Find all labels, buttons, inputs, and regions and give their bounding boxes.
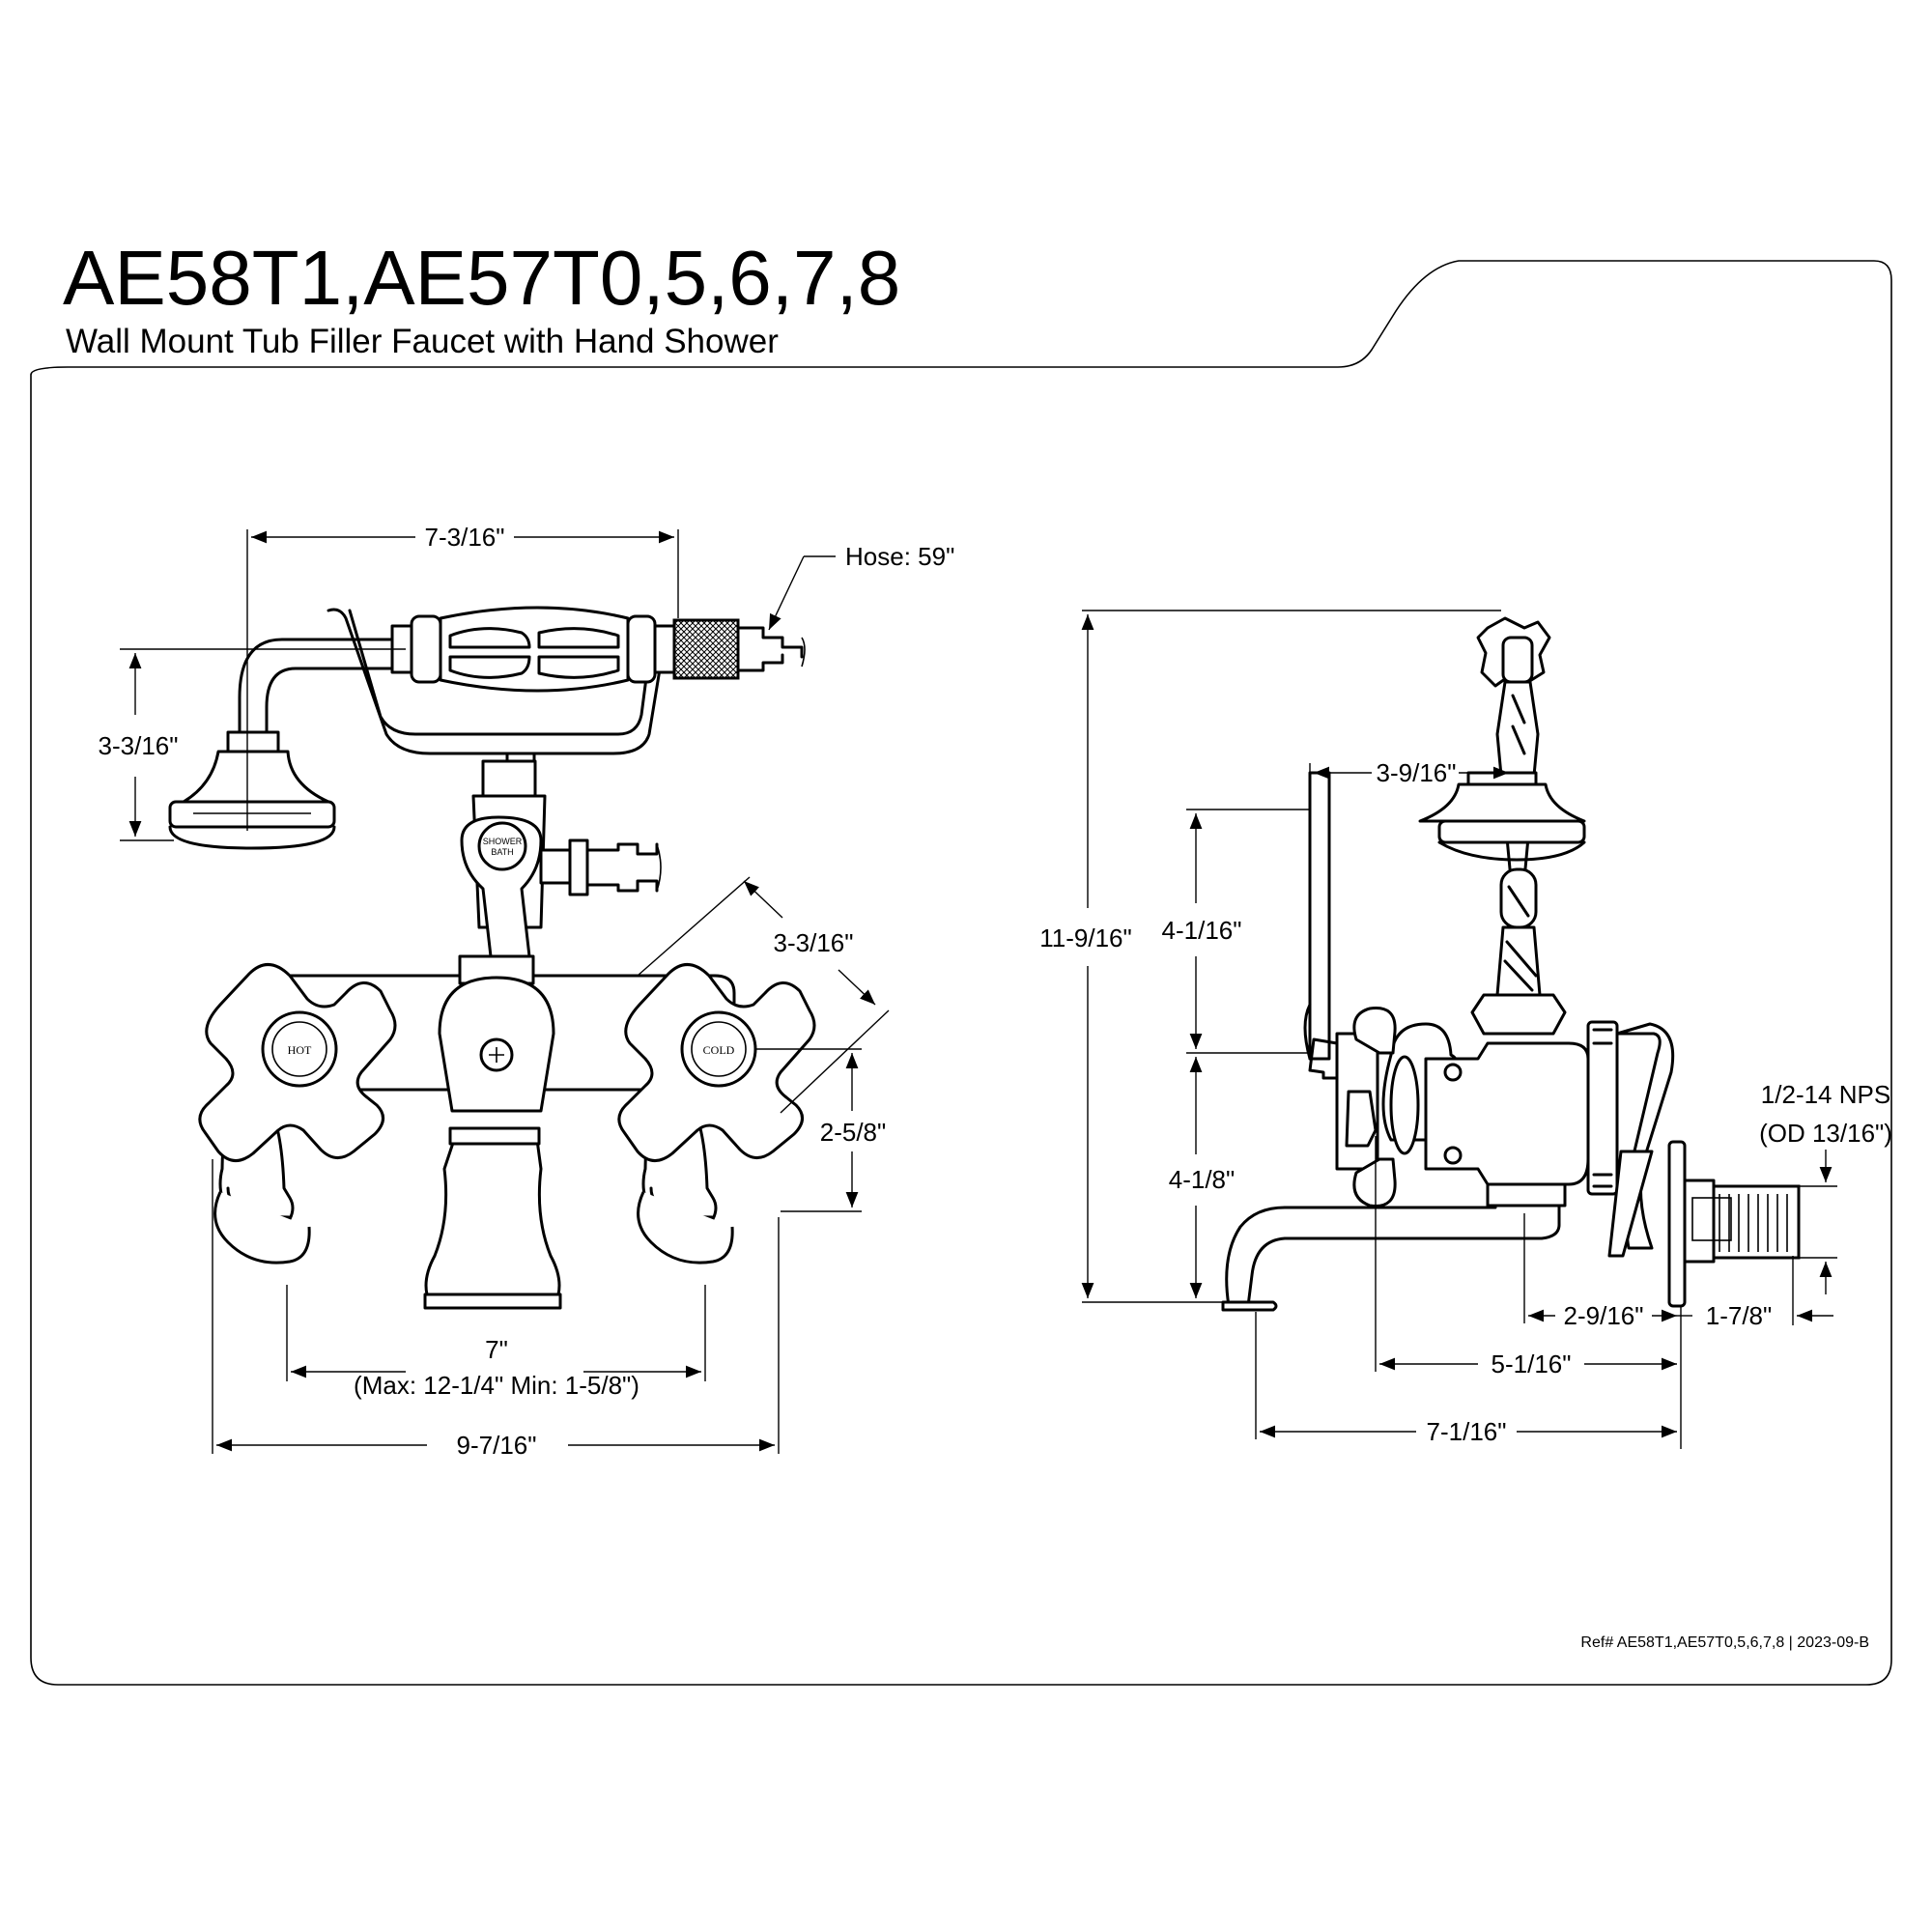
side-view: 11-9/16" 3-9/16" 4-1/16" 4-1/8" 1/2-14 N… (1039, 610, 1892, 1449)
center-spacing-range: (Max: 12-1/4" Min: 1-5/8") (354, 1371, 639, 1400)
front-view: SHOWER BATH HOT (99, 523, 955, 1460)
center-spacing-dim: 7" (485, 1335, 508, 1364)
cradle-offset-dim: 3-9/16" (1377, 758, 1457, 787)
model-number: AE58T1,AE57T0,5,6,7,8 (63, 235, 900, 321)
front-dimensions: 7-3/16" Hose: 59" 3-3/16" 3-3/16" 2-5/8" (99, 523, 955, 1460)
inlet-length-dim: 1-7/8" (1706, 1301, 1773, 1330)
cold-label: COLD (703, 1043, 735, 1057)
hose-callout: Hose: 59" (845, 542, 954, 571)
diverter-label-bath: BATH (491, 847, 513, 857)
overall-height-dim: 11-9/16" (1039, 923, 1131, 952)
riser-and-diverter: SHOWER BATH (460, 759, 662, 958)
wall-plate (1308, 771, 1331, 1061)
spout-reach-dim: 7-1/16" (1427, 1417, 1507, 1446)
arm-offset-dim: 3-3/16" (774, 928, 854, 957)
handle-projection-dim: 5-1/16" (1492, 1350, 1572, 1378)
cold-handle: COLD (617, 963, 816, 1264)
overall-width-dim: 9-7/16" (457, 1431, 537, 1460)
hand-shower-width-dim: 7-3/16" (425, 523, 505, 552)
diverter-label-shower: SHOWER (483, 837, 523, 846)
upper-height-dim: 4-1/16" (1162, 916, 1242, 945)
side-hand-shower (1418, 616, 1586, 1036)
side-dimensions: 11-9/16" 3-9/16" 4-1/16" 4-1/8" 1/2-14 N… (1039, 610, 1892, 1449)
hand-shower-height-dim: 3-3/16" (99, 731, 179, 760)
product-description: Wall Mount Tub Filler Faucet with Hand S… (66, 323, 779, 360)
lower-height-dim: 4-1/8" (1169, 1165, 1236, 1194)
handset-body (390, 606, 806, 693)
side-body (1221, 1007, 1801, 1312)
hot-label: HOT (288, 1043, 312, 1057)
hand-shower-head (168, 638, 400, 850)
reference-number: Ref# AE58T1,AE57T0,5,6,7,8 | 2023-09-B (1580, 1634, 1869, 1651)
center-to-top-dim: 2-5/8" (820, 1118, 887, 1147)
folder-frame (30, 260, 1892, 1686)
thread-od: (OD 13/16") (1759, 1119, 1892, 1148)
thread-spec: 1/2-14 NPS (1761, 1080, 1890, 1109)
wall-to-body-dim: 2-9/16" (1564, 1301, 1644, 1330)
hot-handle: HOT (198, 963, 397, 1264)
